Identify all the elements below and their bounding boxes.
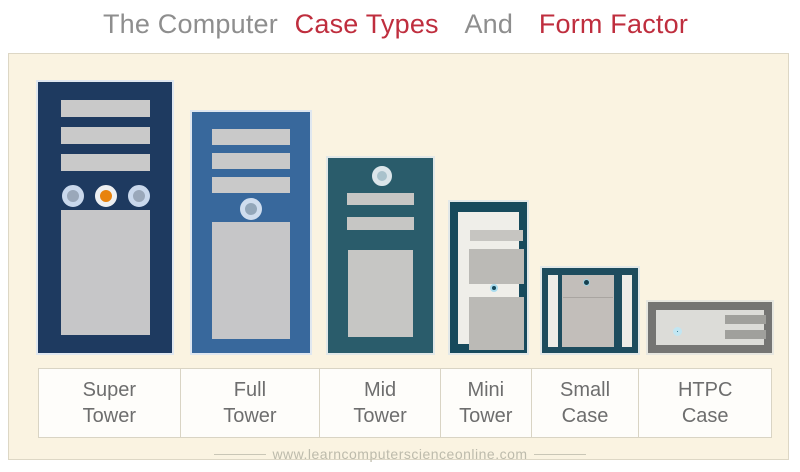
drive-bay-slot [347, 217, 414, 230]
watermark: www.learncomputerscienceonline.com [0, 446, 800, 462]
case-labels-row: Super Tower Full Tower Mid Tower Mini To… [38, 368, 772, 438]
drive-bay-slot [725, 330, 766, 339]
panel-seam-line [563, 297, 613, 298]
front-panel [656, 310, 766, 345]
front-panel [562, 275, 614, 347]
side-panel [212, 222, 290, 339]
title-text-form-factor: Form Factor [538, 9, 689, 39]
drive-bay-slot [470, 230, 523, 241]
side-panel [61, 210, 150, 335]
label-line: HTPC [677, 379, 733, 401]
label-line: Tower [223, 405, 277, 427]
title-text-red: Case Types [294, 9, 439, 39]
power-button-icon [372, 166, 392, 186]
front-button-icon [62, 185, 84, 207]
side-vent-strip [548, 275, 558, 347]
power-button-icon [490, 284, 498, 292]
label-line: Full [233, 379, 267, 401]
title-text-gray: The Computer [102, 9, 278, 39]
watermark-line-left [214, 453, 267, 455]
label-full-tower: Full Tower [181, 369, 321, 437]
drive-bay-slot [212, 129, 290, 145]
drive-bay-slot [347, 193, 414, 205]
htpc-case-figure [648, 302, 772, 353]
mini-tower-figure [450, 202, 527, 353]
drive-bay-slot [61, 127, 150, 144]
label-line: Mid [363, 379, 397, 401]
label-htpc-case: HTPC Case [639, 369, 771, 437]
label-super-tower: Super Tower [39, 369, 181, 437]
side-panel [348, 250, 413, 337]
label-line: Case [681, 405, 729, 427]
watermark-line-right [533, 453, 586, 455]
label-line: Tower [353, 405, 407, 427]
side-vent-strip [622, 275, 632, 347]
drive-bay-slot [725, 315, 766, 324]
power-button-icon [673, 327, 682, 336]
drive-bay-slot [212, 177, 290, 193]
drive-bay-slot [212, 153, 290, 169]
super-tower-figure [38, 82, 172, 353]
title-text-and: And [464, 9, 514, 39]
full-tower-figure [192, 112, 310, 353]
front-vent-panel [469, 249, 524, 284]
small-case-figure [542, 268, 638, 353]
label-line: Tower [459, 405, 513, 427]
label-small-case: Small Case [532, 369, 640, 437]
label-mid-tower: Mid Tower [320, 369, 441, 437]
front-panel [458, 212, 524, 350]
label-line: Mini [467, 379, 505, 401]
label-line: Tower [82, 405, 136, 427]
power-button-icon [583, 279, 590, 286]
watermark-url: www.learncomputerscienceonline.com [272, 446, 528, 462]
label-line: Case [561, 405, 609, 427]
label-mini-tower: Mini Tower [441, 369, 532, 437]
page-title: The Computer Case Types And Form Factor [0, 9, 800, 40]
drive-bay-slot [61, 100, 150, 117]
power-button-icon [240, 198, 262, 220]
front-vent-panel [469, 297, 524, 350]
power-button-icon [95, 185, 117, 207]
label-line: Small [560, 379, 611, 401]
front-button-icon [128, 185, 150, 207]
mid-tower-figure [328, 158, 433, 353]
label-line: Super [82, 379, 136, 401]
drive-bay-slot [61, 154, 150, 171]
